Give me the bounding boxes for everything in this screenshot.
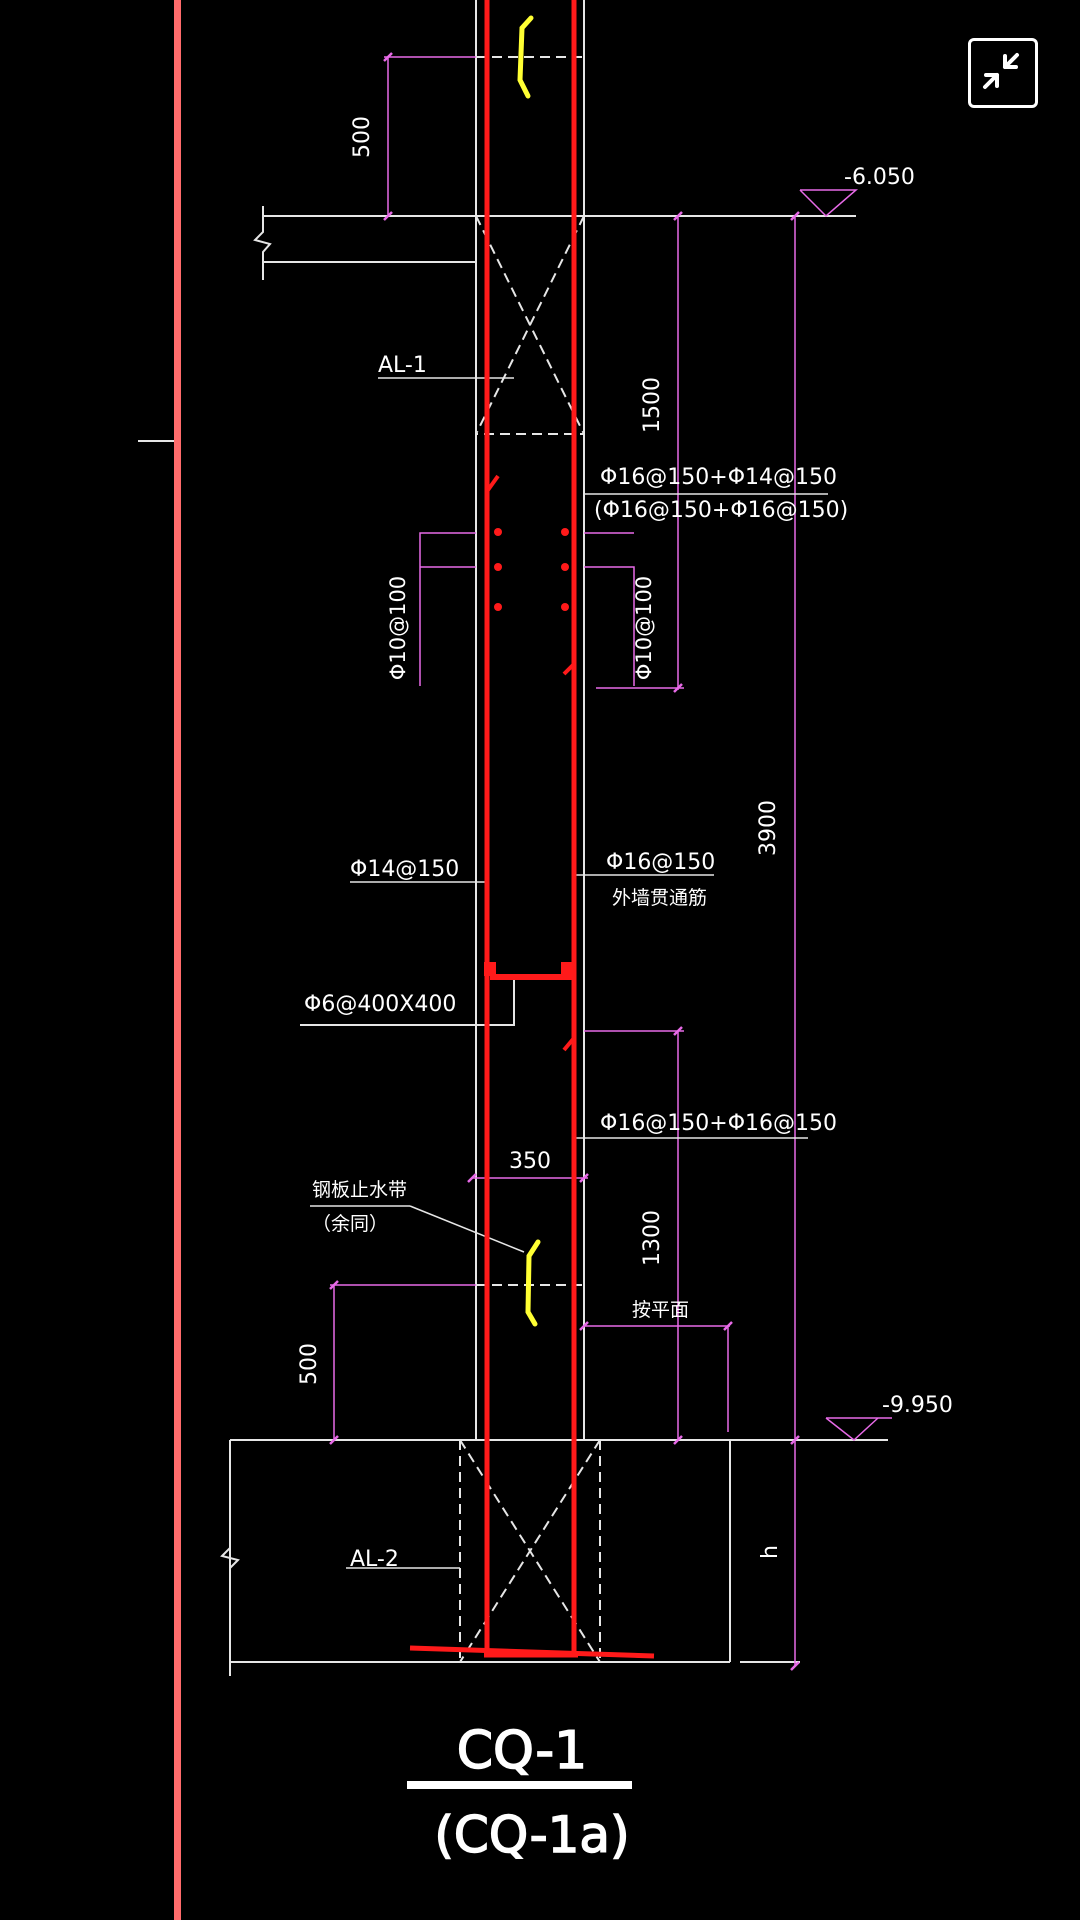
label-waterstop-1: 钢板止水带 [312, 1179, 407, 1201]
label-tie: Φ6@400X400 [304, 992, 456, 1017]
dim-1500: 1500 [640, 377, 665, 433]
title-underline [407, 1781, 632, 1789]
collapse-arrows-icon [983, 53, 1019, 89]
annotation-text: AL-1 Φ16@150+Φ14@150 (Φ16@150+Φ16@150) Φ… [304, 353, 848, 1572]
label-waterstop-2: （余同） [312, 1213, 388, 1235]
label-rebar-lower: Φ16@150+Φ16@150 [600, 1111, 837, 1136]
rebar [409, 0, 655, 1659]
dim-350: 350 [509, 1149, 551, 1174]
collapse-button[interactable] [968, 38, 1038, 108]
wall-outline [220, 0, 888, 1676]
dim-h: h [758, 1545, 783, 1559]
dim-1300: 1300 [640, 1210, 665, 1266]
dim-3900: 3900 [756, 800, 781, 856]
label-al2: AL-2 [350, 1547, 399, 1572]
dim-500-bottom: 500 [297, 1343, 322, 1385]
drawing-title: CQ-1 (CQ-1a) [407, 1720, 632, 1865]
leader-lines [310, 377, 828, 1569]
label-rebar-upper-2: (Φ16@150+Φ16@150) [594, 498, 848, 523]
label-rebar-upper-1: Φ16@150+Φ14@150 [600, 465, 837, 490]
title-main: CQ-1 [457, 1721, 588, 1781]
elevation-text: -6.050 -9.950 [844, 165, 953, 1418]
elevation-bottom: -9.950 [882, 1393, 953, 1418]
steel-plate-waterstop [517, 15, 541, 1327]
label-flat-face: 按平面 [632, 1299, 689, 1321]
label-rebar-inner: Φ14@150 [350, 857, 459, 882]
dim-500-top: 500 [350, 116, 375, 158]
label-outer-wall-through: 外墙贯通筋 [612, 887, 707, 909]
elevation-top: -6.050 [844, 165, 915, 190]
label-al1: AL-1 [378, 353, 427, 378]
dim-phi10-right: Φ10@100 [632, 576, 656, 680]
dimension-lines [329, 52, 892, 1671]
left-edge-bar [174, 0, 181, 1920]
dimension-text: 500 1500 Φ10@100 Φ10@100 3900 1300 500 3… [297, 116, 783, 1559]
label-rebar-outer: Φ16@150 [606, 850, 715, 875]
title-sub: (CQ-1a) [434, 1806, 629, 1864]
dim-phi10-left: Φ10@100 [386, 576, 410, 680]
